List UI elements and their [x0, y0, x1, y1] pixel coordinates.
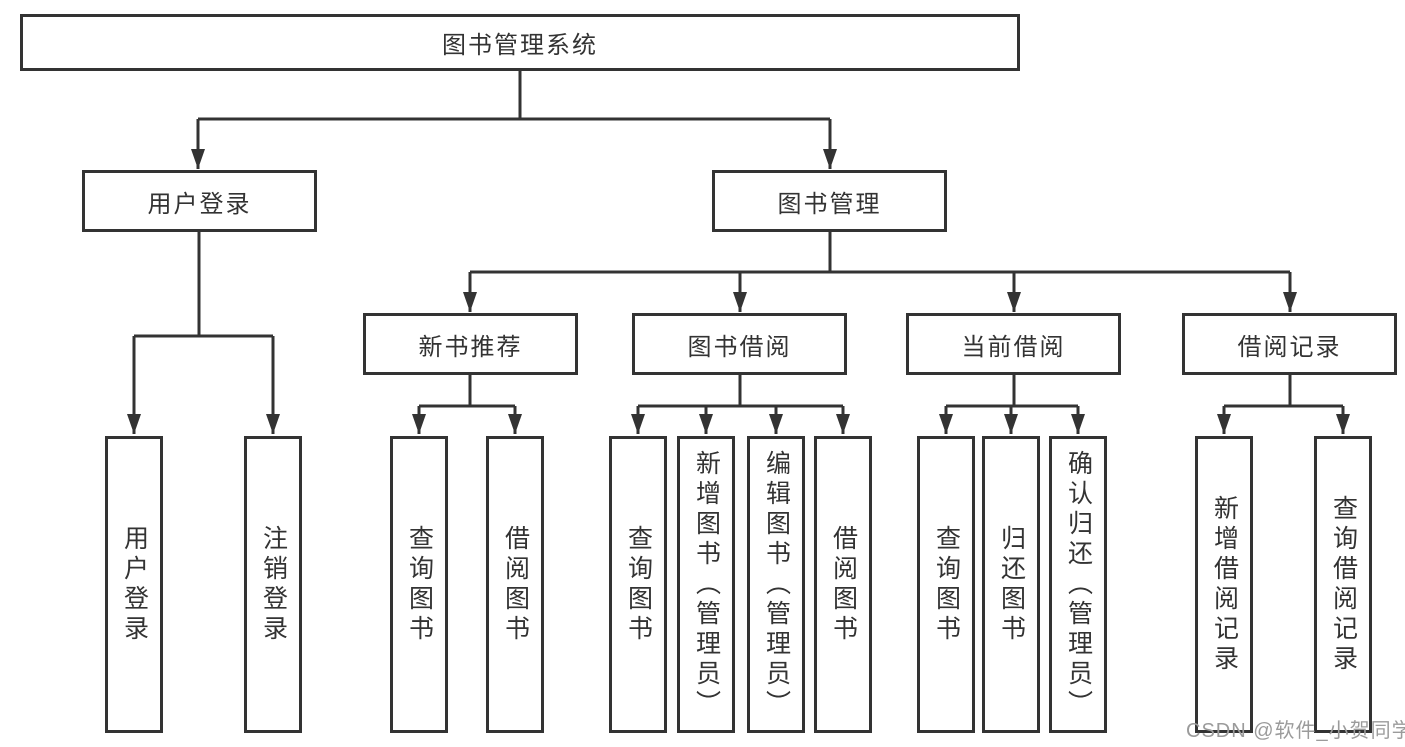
- csdn-watermark: CSDN @软件_小贺同学: [1186, 720, 1405, 742]
- node-new-book-recommend-label: 新书推荐: [418, 333, 523, 361]
- node-user-login-label: 用户登录: [147, 190, 252, 218]
- leaf-edit-book-admin: 编辑图书（管理员）: [747, 436, 805, 733]
- leaf-query-books-recommend: 查询图书: [390, 436, 448, 733]
- leaf-add-borrow-record: 新增借阅记录: [1195, 436, 1253, 733]
- leaf-return-books-label: 归还图书: [997, 524, 1026, 645]
- leaf-confirm-return-admin: 确认归还（管理员）: [1049, 436, 1107, 733]
- node-book-management-label: 图书管理: [777, 190, 882, 218]
- leaf-return-books: 归还图书: [982, 436, 1040, 733]
- leaf-borrow-books-borrowing: 借阅图书: [814, 436, 872, 733]
- node-current-borrowing-label: 当前借阅: [961, 333, 1066, 361]
- leaf-edit-book-admin-label: 编辑图书（管理员）: [762, 449, 791, 720]
- node-user-login: 用户登录: [82, 170, 317, 232]
- node-borrowing-records: 借阅记录: [1182, 313, 1397, 375]
- leaf-borrow-books-recommend-label: 借阅图书: [501, 524, 530, 645]
- leaf-borrow-books-recommend: 借阅图书: [486, 436, 544, 733]
- leaf-logout-label: 注销登录: [259, 524, 288, 645]
- node-book-borrowing: 图书借阅: [632, 313, 847, 375]
- node-root: 图书管理系统: [20, 14, 1020, 71]
- leaf-logout: 注销登录: [244, 436, 302, 733]
- leaf-query-borrow-record: 查询借阅记录: [1314, 436, 1372, 733]
- leaf-borrow-books-borrowing-label: 借阅图书: [829, 524, 858, 645]
- node-root-label: 图书管理系统: [442, 32, 598, 59]
- leaf-query-books-borrowing-label: 查询图书: [624, 524, 653, 645]
- leaf-query-books-current-label: 查询图书: [932, 524, 961, 645]
- leaf-query-books-current: 查询图书: [917, 436, 975, 733]
- leaf-add-borrow-record-label: 新增借阅记录: [1210, 494, 1239, 675]
- node-new-book-recommend: 新书推荐: [363, 313, 578, 375]
- leaf-user-login-label: 用户登录: [120, 524, 149, 645]
- leaf-user-login: 用户登录: [105, 436, 163, 733]
- leaf-query-borrow-record-label: 查询借阅记录: [1329, 494, 1358, 675]
- node-book-management: 图书管理: [712, 170, 947, 232]
- leaf-query-books-recommend-label: 查询图书: [405, 524, 434, 645]
- node-book-borrowing-label: 图书借阅: [687, 333, 792, 361]
- node-current-borrowing: 当前借阅: [906, 313, 1121, 375]
- node-borrowing-records-label: 借阅记录: [1237, 333, 1342, 361]
- leaf-confirm-return-admin-label: 确认归还（管理员）: [1064, 449, 1093, 720]
- leaf-add-book-admin-label: 新增图书（管理员）: [692, 449, 721, 720]
- leaf-add-book-admin: 新增图书（管理员）: [677, 436, 735, 733]
- leaf-query-books-borrowing: 查询图书: [609, 436, 667, 733]
